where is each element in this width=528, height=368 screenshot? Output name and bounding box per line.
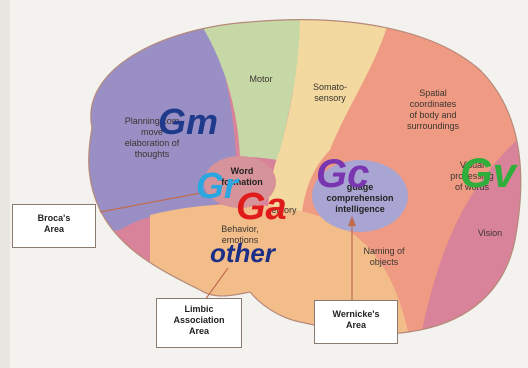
brain-outline — [88, 19, 522, 335]
label-motor: Motor — [249, 74, 273, 84]
label-memory: emory — [271, 205, 297, 215]
overlay-gr: Gr — [196, 165, 239, 206]
label-behavior: Behavior, emotions — [221, 224, 259, 245]
label-planning: Planning com move elaboration of thought… — [124, 116, 180, 159]
label-word-formation: Word formation — [221, 166, 263, 187]
broca-leader-line — [99, 191, 207, 213]
callout-broca: Broca's Area — [12, 204, 96, 248]
label-somatosensory: Somato- sensory — [312, 82, 347, 103]
overlay-gv: Gv — [460, 149, 517, 196]
wernicke-region — [312, 160, 408, 232]
limbic-leader-line — [204, 267, 229, 301]
label-spatial: Spatial coordinates of body and surround… — [406, 88, 460, 131]
label-naming: Naming of objects — [363, 246, 405, 267]
wernicke-arrowhead — [348, 216, 356, 226]
somatosensory-region — [268, 19, 390, 240]
callout-wernicke: Wernicke's Area — [314, 300, 398, 344]
overlay-other: other — [210, 238, 275, 268]
word-formation-region — [204, 156, 276, 208]
overlay-ga: Ga — [236, 186, 287, 228]
brain-shadow — [0, 0, 10, 368]
callout-limbic: Limbic Association Area — [156, 298, 242, 348]
overlay-gm: Gm — [158, 101, 219, 142]
label-visual: Visual processing of words — [450, 160, 494, 192]
motor-region — [195, 19, 305, 160]
label-language: guage comprehension intelligence — [326, 182, 394, 214]
overlay-gc: Gc — [316, 152, 370, 196]
label-vision: Vision — [477, 228, 503, 238]
